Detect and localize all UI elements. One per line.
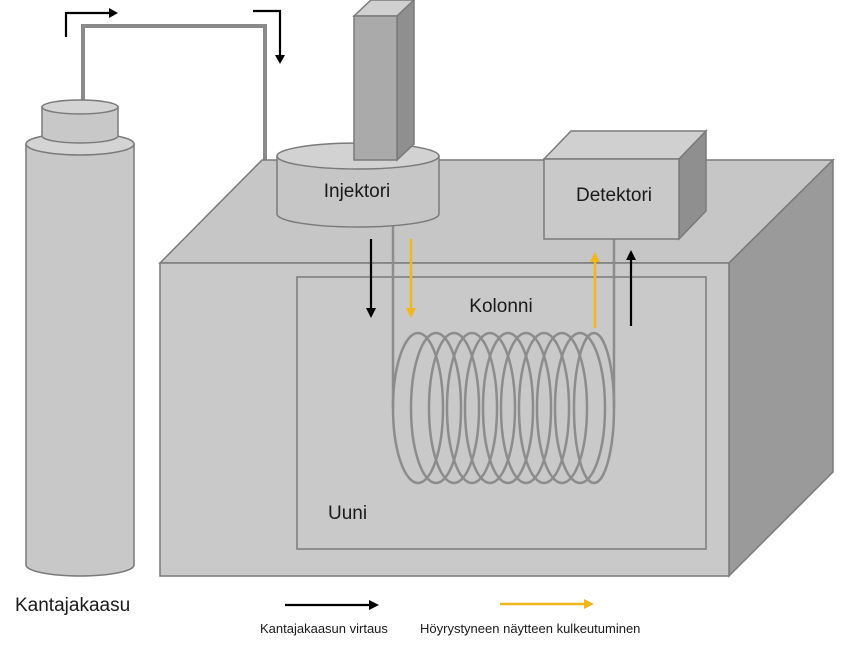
carrier-flow-arrow-down (366, 239, 376, 318)
sample-flow-arrow-down (406, 239, 416, 318)
gas-supply-line (81, 24, 267, 160)
injector-label: Injektori (324, 181, 391, 202)
oven-top-face (158, 159, 835, 264)
yellow-arrow-right-icon (500, 599, 594, 609)
injector-syringe-block (352, 0, 416, 162)
oven-box (158, 158, 835, 578)
black-arrow-right-icon (285, 600, 379, 610)
legend-carrier-flow-label: Kantajakaasun virtaus (260, 621, 388, 636)
carrier-gas-label: Kantajakaasu (15, 595, 130, 616)
oven-label: Uuni (328, 503, 367, 524)
column-label: Kolonni (469, 296, 532, 317)
carrier-flow-arrow-up (626, 250, 636, 326)
column-tubing (391, 225, 616, 408)
carrier-flow-arrow-top-left (64, 8, 118, 37)
detector-label: Detektori (576, 185, 652, 206)
legend-sample-flow-label: Höyrystyneen näytteen kulkeutuminen (420, 621, 640, 636)
column-coil (391, 331, 616, 485)
gas-cylinder (25, 99, 135, 577)
sample-flow-arrow-up (590, 252, 600, 328)
detector (542, 129, 708, 241)
carrier-flow-arrow-top-right (253, 9, 285, 64)
legend: Kantajakaasun virtaus Höyrystyneen näytt… (260, 599, 640, 636)
